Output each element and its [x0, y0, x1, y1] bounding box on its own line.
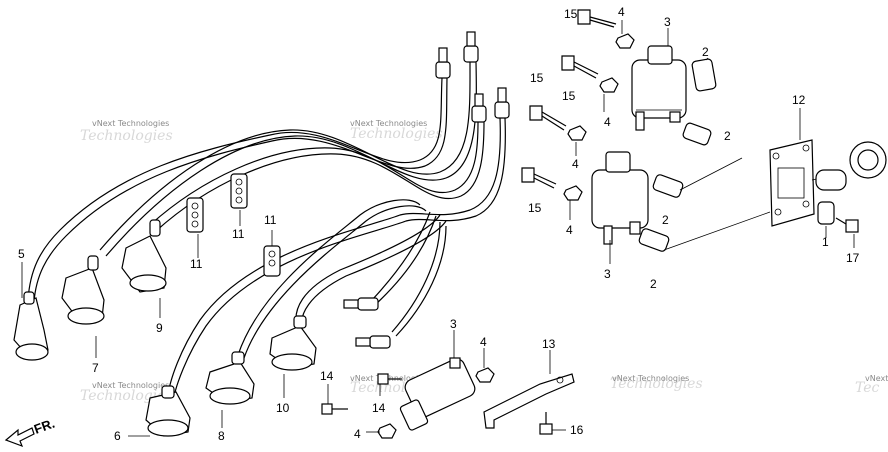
- wire-terminal: [435, 47, 451, 79]
- leader-lines: [21, 20, 855, 437]
- ignition-coil-upper: [631, 45, 687, 131]
- callout-15: 15: [528, 201, 542, 215]
- callout-3: 3: [664, 15, 671, 29]
- front-direction-arrow: FR.: [4, 416, 57, 448]
- nut-4: [567, 125, 587, 141]
- bolt-15: [521, 167, 557, 189]
- wire-clamp: [230, 173, 248, 209]
- spacer-collar: [638, 228, 670, 252]
- callout-4: 4: [566, 223, 573, 237]
- wire-clamp: [186, 197, 204, 233]
- callout-15: 15: [530, 71, 544, 85]
- callout-2: 2: [650, 277, 657, 291]
- wire-clamp: [263, 245, 281, 277]
- wire-terminal: [355, 335, 391, 349]
- bolt-15: [577, 9, 617, 28]
- callout-13: 13: [542, 337, 556, 351]
- svg-text:Technologies: Technologies: [350, 126, 443, 142]
- direction-label: FR.: [32, 416, 57, 437]
- plug-cap-5: [13, 291, 49, 361]
- rubber-mount: [815, 141, 887, 191]
- callout-17: 17: [846, 251, 860, 265]
- bolt-17: [835, 217, 859, 233]
- callout-16: 16: [570, 423, 584, 437]
- bolt-15: [529, 105, 567, 131]
- watermark-text: vNext Technologies: [865, 374, 888, 383]
- callout-2: 2: [662, 213, 669, 227]
- callout-11: 11: [190, 257, 203, 271]
- callout-4: 4: [572, 157, 579, 171]
- svg-text:Tec: Tec: [855, 380, 880, 396]
- nut-4: [563, 185, 583, 201]
- callout-6: 6: [114, 429, 121, 443]
- svg-text:Technologies: Technologies: [610, 376, 703, 392]
- nut-4: [377, 423, 397, 439]
- callout-11: 11: [232, 227, 245, 241]
- watermark-text: vNext Technologies: [350, 119, 427, 128]
- callout-5: 5: [18, 247, 25, 261]
- callout-8: 8: [218, 429, 225, 443]
- callout-4: 4: [618, 5, 625, 19]
- collar-1: [817, 201, 835, 225]
- plug-cap-7: [61, 255, 105, 325]
- plug-cap-9: [121, 219, 167, 293]
- nut-4: [599, 77, 619, 93]
- callout-9: 9: [156, 321, 163, 335]
- wire-terminal: [471, 93, 487, 123]
- spacer-collar: [691, 58, 717, 92]
- wire-terminal: [463, 31, 479, 63]
- watermark-text: vNext Technologies: [92, 119, 169, 128]
- callout-12: 12: [792, 93, 806, 107]
- callout-2: 2: [702, 45, 709, 59]
- callout-3: 3: [450, 317, 457, 331]
- bolt-14: [321, 403, 348, 415]
- nut-4: [475, 367, 495, 383]
- callout-4: 4: [604, 115, 611, 129]
- callout-4: 4: [354, 427, 361, 441]
- watermark-text: vNext Technologies: [92, 381, 169, 390]
- watermark-text: vNext Technologies: [612, 374, 689, 383]
- lower-bracket: [483, 373, 575, 429]
- callout-3: 3: [604, 267, 611, 281]
- nut-4: [615, 33, 635, 49]
- wire-terminal: [494, 87, 510, 119]
- spacer-collar: [682, 122, 712, 146]
- callout-4: 4: [480, 335, 487, 349]
- plug-cap-8: [205, 351, 255, 405]
- callout-14: 14: [320, 369, 334, 383]
- callout-15: 15: [562, 89, 576, 103]
- bolt-15: [561, 55, 599, 79]
- svg-text:Technologies: Technologies: [80, 128, 173, 144]
- callout-7: 7: [92, 361, 99, 375]
- callout-10: 10: [276, 401, 290, 415]
- wire-terminal: [343, 297, 379, 311]
- bolt-14: [377, 373, 402, 385]
- bolt-16: [539, 412, 553, 435]
- callout-11: 11: [264, 213, 277, 227]
- callout-2: 2: [724, 129, 731, 143]
- ignition-coil-bottom: [399, 357, 476, 431]
- callout-15: 15: [564, 7, 578, 21]
- ignition-coil-lower: [591, 151, 649, 245]
- callout-14: 14: [372, 401, 386, 415]
- callout-numbers: 1 2 2 2 2 3 3 3 4 4 4 4 4 4 5 6 7 8 9 10…: [18, 5, 860, 443]
- spark-plug-wire-set: [27, 31, 510, 398]
- callout-1: 1: [822, 235, 829, 249]
- coil-bracket: [769, 139, 831, 227]
- plug-cap-10: [269, 315, 317, 371]
- plug-cap-6: [145, 385, 191, 437]
- spacer-collar: [652, 174, 684, 198]
